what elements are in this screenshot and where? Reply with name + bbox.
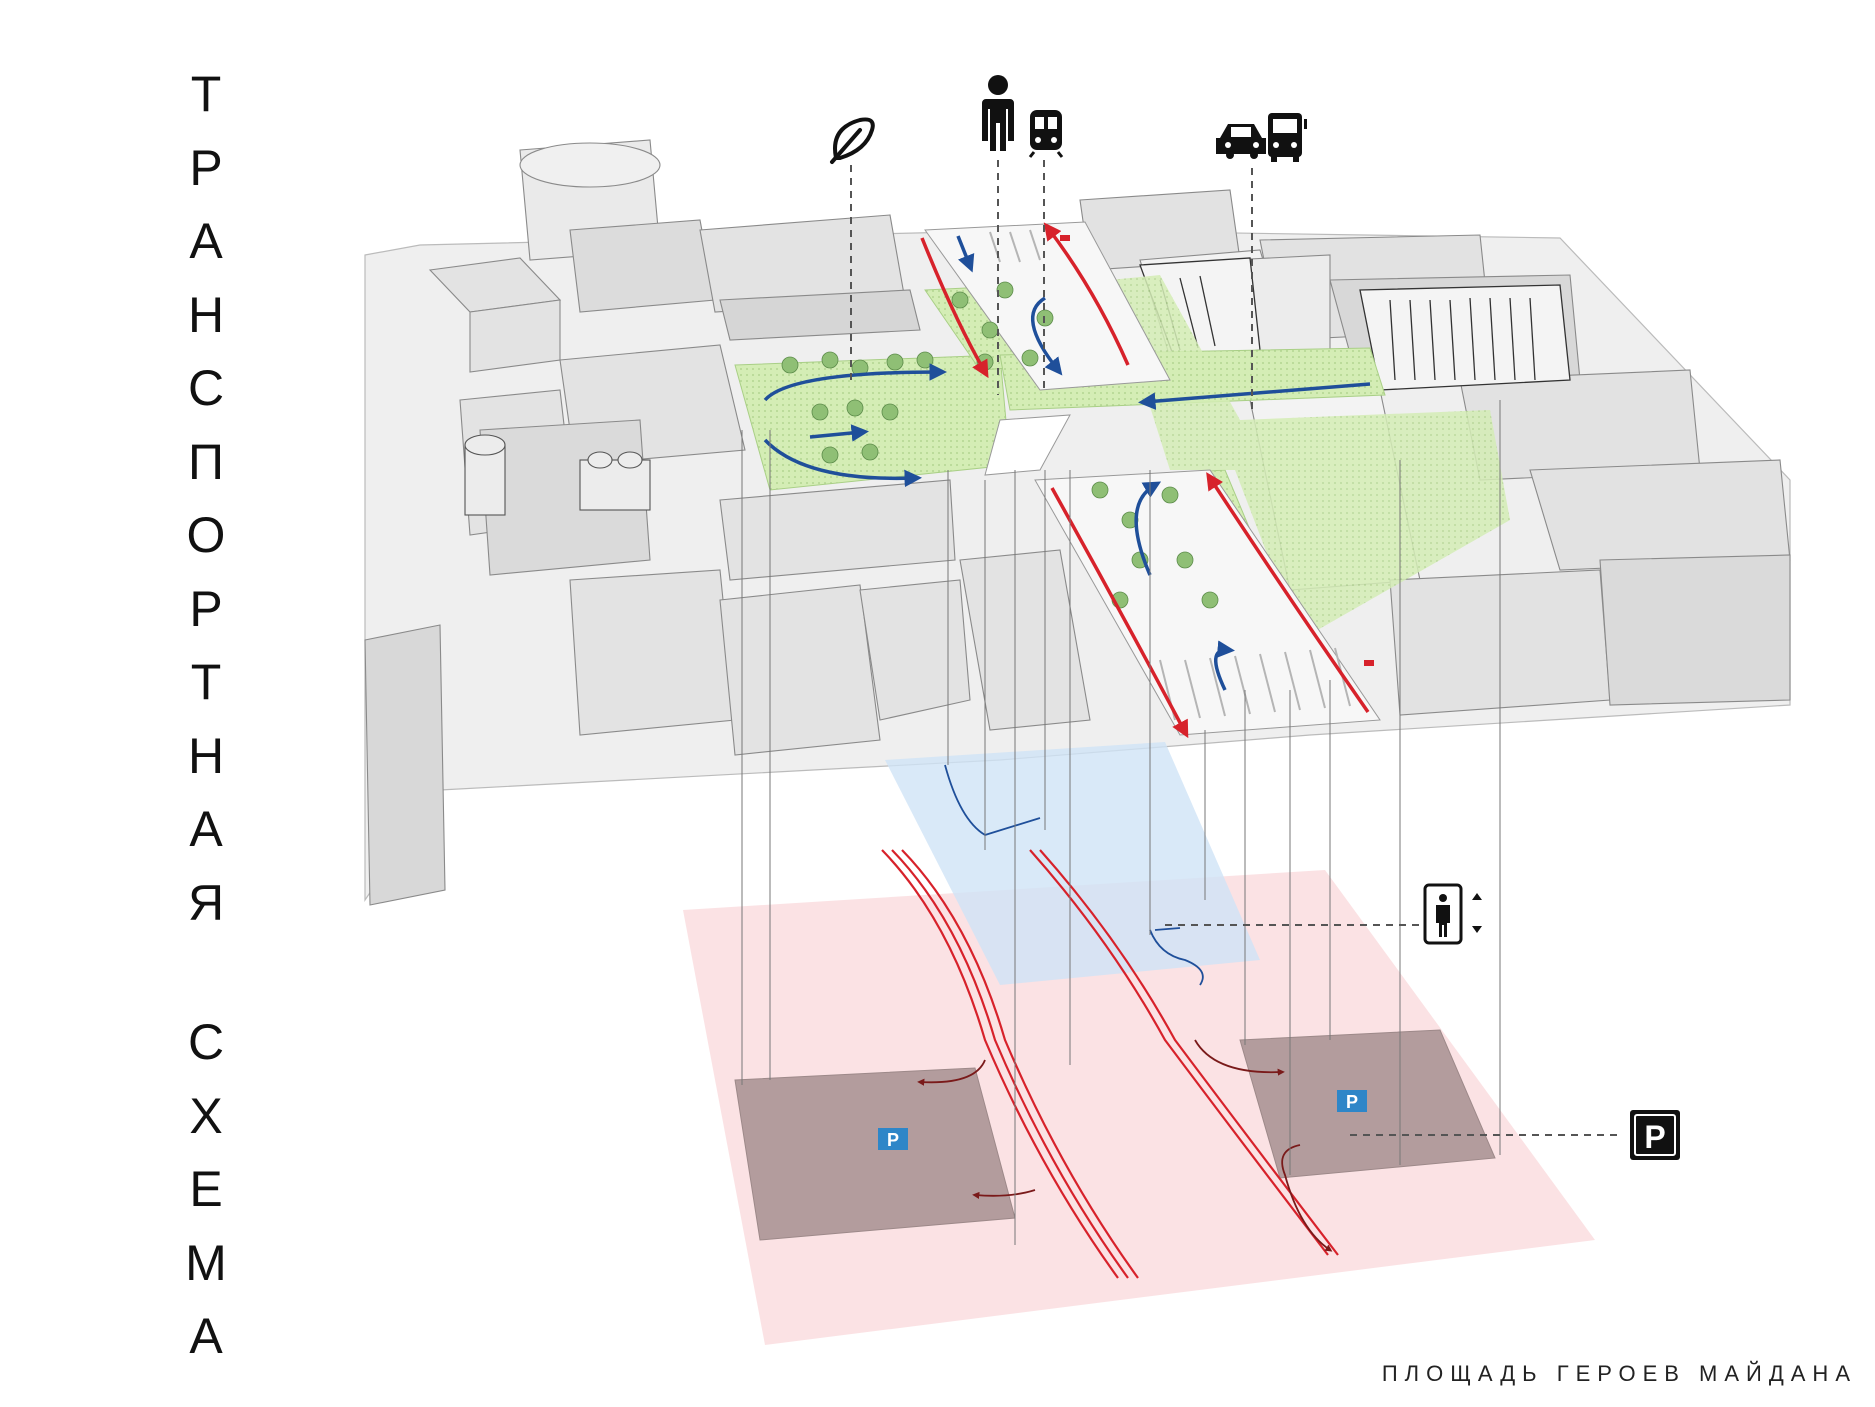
pedestrian-flows-blue [763,235,1371,691]
tree-icon [1021,349,1039,367]
legend-leaders-top [850,160,1253,410]
tree-icon [1176,551,1194,569]
tree-icon [821,351,839,369]
title-word2-letter: Е [189,1161,223,1217]
signal-marker-south [1364,660,1374,666]
tree-icon [781,356,799,374]
crosswalk-stripes [989,229,1351,721]
title-word2-letter: Х [189,1087,223,1144]
metro-paths [944,764,1204,986]
title-word2-letter: С [187,1014,225,1070]
car-icon [1216,124,1266,159]
tree-icon [846,399,864,417]
title-word1-letter: П [188,433,224,490]
title-word1-letter: О [186,507,226,563]
parking-slab-east [1239,1029,1496,1179]
underground-level: P P [683,400,1595,1345]
tree-icon [821,446,839,464]
title-word1-letter: Р [189,580,223,637]
title-word1-letter: Р [189,139,223,196]
parking-slab-west [734,1067,1016,1241]
title-word1-letter: А [189,213,223,269]
church-domes [464,434,651,516]
title-word1-letter: А [189,801,223,857]
parking-sign-west-label: P [887,1130,899,1150]
tree-icon [811,403,829,421]
tree-icon [1121,511,1139,529]
tunnel-lanes [881,849,1339,1279]
traffic-lanes-red [920,222,1370,739]
footer-caption: ПЛОЩАДЬ ГЕРОЕВ МАЙДАНА [1381,1361,1857,1386]
tree-icon [881,403,899,421]
legend-side: P [1165,883,1680,1160]
pedestrian-icon [982,75,1014,151]
projection-lines [741,400,1501,1245]
green-zone-plaza-east [1110,275,1510,640]
parking-sign-east-label: P [1346,1092,1358,1112]
elevator-icon [1423,883,1482,945]
signal-marker-north [1060,235,1070,241]
tree-icon [996,281,1014,299]
title-word1-letter: Т [190,654,222,710]
tree-icon [886,353,904,371]
tree-icon [981,321,999,339]
tree-icon [1091,481,1109,499]
tunnel-ramps [917,1039,1333,1252]
title-word1-letter: С [187,360,225,416]
train-icon [1028,110,1064,158]
parking-icon: P [1630,1110,1680,1160]
tree-icon [1161,486,1179,504]
title-word2-letter: М [185,1234,227,1291]
parking-sign-west [878,1128,908,1150]
parking-sign-east [1337,1090,1367,1112]
tree-icon [951,291,969,309]
tree-icon [861,443,879,461]
title-word1-letter: Т [190,66,222,122]
parking-icon-label: P [1644,1119,1665,1155]
city-block-model [364,139,1791,906]
title-word2-letter: А [189,1308,223,1364]
tree-icon [916,351,934,369]
leaf-icon [830,117,875,164]
title-word1-letter: Н [187,286,225,343]
bus-icon [1268,113,1307,162]
title-word1-letter: Н [187,727,225,784]
title-word1-letter: Я [187,874,225,931]
legend-top [830,75,1307,410]
tree-icon [1201,591,1219,609]
